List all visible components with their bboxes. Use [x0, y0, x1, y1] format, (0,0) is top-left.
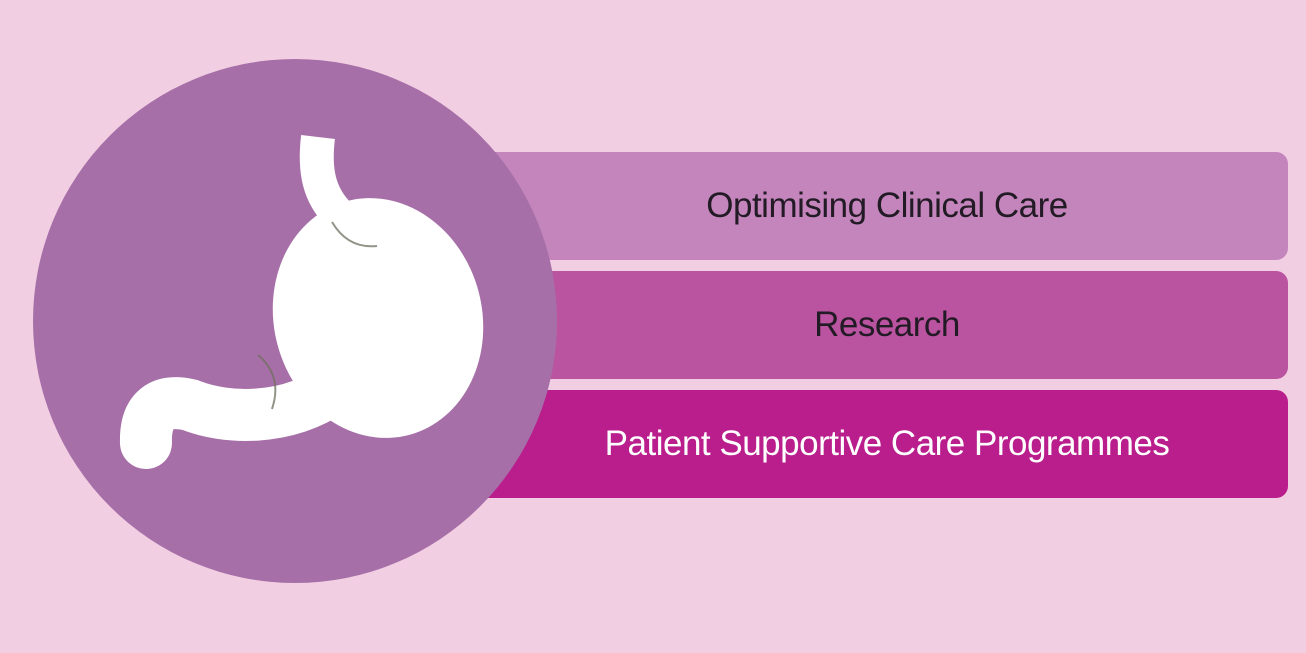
bar-patient-supportive-care-programmes: Patient Supportive Care Programmes [470, 390, 1288, 498]
stomach-pylorus-fold-line [257, 354, 277, 410]
stomach-icon-circle [33, 59, 557, 583]
stomach-icon [119, 135, 484, 469]
bar-label-patient-supportive-care-programmes: Patient Supportive Care Programmes [604, 424, 1170, 463]
stomach-duodenum [119, 363, 359, 469]
stomach-esophagus [299, 135, 352, 228]
stomach-shape [119, 135, 484, 469]
bar-label-research: Research [814, 305, 960, 344]
stomach-cardia-fold-line [331, 221, 378, 248]
bar-label-optimising-clinical-care: Optimising Clinical Care [706, 186, 1068, 225]
bar-optimising-clinical-care: Optimising Clinical Care [470, 152, 1288, 260]
bar-research: Research [470, 271, 1288, 379]
